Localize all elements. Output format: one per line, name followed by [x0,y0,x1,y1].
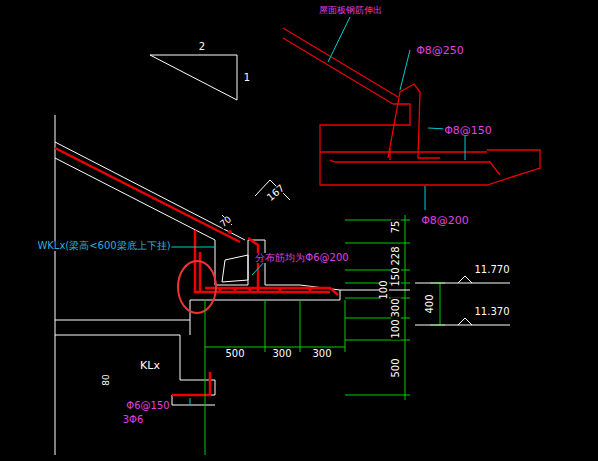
rebar [55,148,338,395]
rebar-spec: Φ8@200 [420,215,470,226]
dimension: 100 [391,318,401,339]
rebar-spec: 3Φ6 [122,415,145,425]
rebar-note: 屋面板钢筋伸出 [318,6,383,15]
elevation: 11.370 [474,307,511,317]
leader-lines [328,17,465,210]
elevation-marks [340,276,510,325]
slope-number: 1 [243,73,251,83]
dimension: 167 [265,182,288,203]
dimension: 100 [379,279,389,300]
concrete-outline [55,115,340,455]
dimension: 500 [391,357,401,378]
rebar-spec: Φ8@250 [415,45,465,56]
dimension: 75 [391,220,401,235]
slope-number: 2 [198,42,206,52]
rebar-spec: Φ8@150 [443,125,493,136]
dimension-lines [205,215,445,455]
dimension: 80 [102,373,111,386]
dimension: 300 [391,297,401,318]
beam-label: KLx [139,360,161,371]
eave-detail [283,28,540,185]
slope-triangle [150,55,237,100]
elevation: 11.770 [474,265,511,275]
dimension: 400 [425,293,435,314]
dimension: 300 [271,349,292,359]
rebar-note: 分布筋均为Φ6@200 [254,253,349,263]
highlight-circle [178,261,216,313]
dimension: 500 [224,349,245,359]
dimension: 150 [391,266,401,287]
leader-lines-main [150,247,268,405]
dimension: 228 [391,245,401,266]
dimension: 300 [311,349,332,359]
rebar-spec: Φ6@150 [125,401,170,411]
beam-label: WKLx(梁高<600梁底上下挂) [36,241,171,251]
